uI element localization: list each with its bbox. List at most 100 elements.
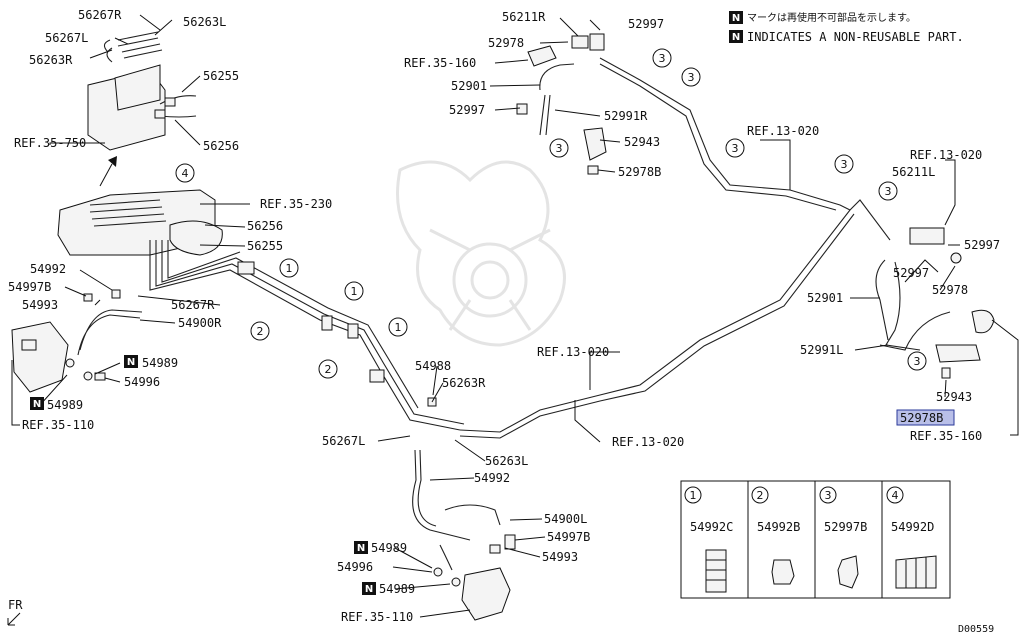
rear-upper-components	[516, 33, 607, 175]
svg-text:54992C: 54992C	[690, 520, 733, 534]
svg-text:54992D: 54992D	[891, 520, 934, 534]
label-56211R: 56211R	[502, 10, 546, 24]
part-labels: 56267R 56263L 56267L 56263R 56255 56256 …	[7, 8, 1000, 635]
label-56263R-center: 56263R	[442, 376, 486, 390]
svg-text:4: 4	[892, 489, 899, 502]
label-56211L: 56211L	[892, 165, 935, 179]
label-ref-35-160-top: REF.35-160	[404, 56, 476, 70]
label-54989-center-2: 54989	[379, 582, 415, 596]
label-52997-top-2: 52997	[449, 103, 485, 117]
diagram-code: D00559	[958, 624, 994, 635]
label-ref-35-110-center: REF.35-110	[341, 610, 413, 624]
svg-text:N: N	[732, 32, 740, 43]
label-52901-top: 52901	[451, 79, 487, 93]
label-54997B-left: 54997B	[8, 280, 51, 294]
label-54989-center-1: 54989	[371, 541, 407, 555]
note-english: INDICATES A NON-REUSABLE PART.	[747, 30, 964, 44]
abs-unit-mid	[57, 189, 223, 256]
label-56256-top: 56256	[203, 139, 239, 153]
svg-text:1: 1	[690, 489, 697, 502]
label-ref-13-020-c: REF.13-020	[537, 345, 609, 359]
svg-text:4: 4	[182, 167, 189, 180]
label-54988: 54988	[415, 359, 451, 373]
svg-text:N: N	[365, 584, 373, 595]
label-56267R-mid: 56267R	[171, 298, 215, 312]
label-52997-right: 52997	[964, 238, 1000, 252]
label-52991R: 52991R	[604, 109, 648, 123]
label-56267L-center: 56267L	[322, 434, 365, 448]
svg-text:N: N	[33, 399, 41, 410]
svg-text:3: 3	[556, 142, 563, 155]
label-ref-35-110-left: REF.35-110	[22, 418, 94, 432]
svg-text:1: 1	[351, 285, 358, 298]
label-ref-35-230: REF.35-230	[260, 197, 332, 211]
leader-lines	[11, 14, 1019, 618]
non-reusable-mark	[354, 541, 368, 554]
brake-lines	[149, 57, 891, 439]
label-52943-right: 52943	[936, 390, 972, 404]
legend-cell-3: 3 52997B	[819, 486, 867, 589]
label-54997B-center: 54997B	[547, 530, 590, 544]
svg-text:3: 3	[732, 142, 739, 155]
svg-text:54992B: 54992B	[757, 520, 800, 534]
svg-text:3: 3	[825, 489, 832, 502]
label-56263R-top: 56263R	[29, 53, 73, 67]
label-52997-right-2: 52997	[893, 266, 929, 280]
svg-text:N: N	[357, 543, 365, 554]
svg-text:52997B: 52997B	[824, 520, 867, 534]
label-52943-top: 52943	[624, 135, 660, 149]
legend-cell-4: 4 54992D	[886, 486, 937, 589]
svg-text:3: 3	[841, 158, 848, 171]
label-54989-left-1: 54989	[142, 356, 178, 370]
svg-text:3: 3	[885, 185, 892, 198]
svg-text:2: 2	[757, 489, 764, 502]
svg-text:2: 2	[325, 363, 332, 376]
label-ref-35-160-right: REF.35-160	[910, 429, 982, 443]
non-reusable-mark	[30, 397, 44, 410]
label-54996-left: 54996	[124, 375, 160, 389]
label-52991L: 52991L	[800, 343, 843, 357]
front-arrow-icon	[7, 612, 21, 626]
label-54992-center: 54992	[474, 471, 510, 485]
label-52978B-right: 52978B	[900, 411, 943, 425]
label-54992-left: 54992	[30, 262, 66, 276]
label-front-direction: FR	[8, 598, 23, 612]
callout-circles: 1 2 1 2 1 4 3 3 3 3 3 3 3	[175, 48, 927, 379]
notes-block: N マークは再使用不可部品を示します。 N INDICATES A NON-RE…	[729, 11, 964, 44]
label-56256-mid: 56256	[247, 219, 283, 233]
label-52978-top: 52978	[488, 36, 524, 50]
svg-text:1: 1	[286, 262, 293, 275]
non-reusable-mark	[124, 355, 138, 368]
label-54900L: 54900L	[544, 512, 587, 526]
label-54900R: 54900R	[178, 316, 222, 330]
rear-center-hose	[412, 397, 516, 621]
svg-text:3: 3	[914, 355, 921, 368]
clip-54992C-icon	[705, 549, 727, 593]
label-52978B-top: 52978B	[618, 165, 661, 179]
clip-legend-table: 1 54992C 2 54992B 3 52997B 4 54992D	[680, 480, 951, 599]
watermark-emblem	[396, 160, 566, 347]
non-reusable-mark	[362, 582, 376, 595]
clip-54992D-icon	[895, 555, 937, 589]
label-52997-top: 52997	[628, 17, 664, 31]
front-left-caliper	[11, 289, 143, 393]
label-ref-13-020-d: REF.13-020	[612, 435, 684, 449]
reference-arrow	[99, 156, 117, 187]
label-54993-center: 54993	[542, 550, 578, 564]
label-56263L-center: 56263L	[485, 454, 528, 468]
svg-text:3: 3	[688, 71, 695, 84]
legend-cell-1: 1 54992C	[684, 486, 733, 593]
label-56267L-top: 56267L	[45, 31, 88, 45]
label-54996-center: 54996	[337, 560, 373, 574]
legend-cell-2: 2 54992B	[751, 486, 800, 585]
clip-52997B-icon	[837, 555, 859, 589]
label-56255-top: 56255	[203, 69, 239, 83]
label-56255-mid: 56255	[247, 239, 283, 253]
label-56263L-top: 56263L	[183, 15, 226, 29]
svg-text:N: N	[732, 13, 740, 24]
clip-54992B-icon	[771, 559, 795, 585]
svg-text:3: 3	[659, 52, 666, 65]
highlighted-part-box	[896, 409, 955, 426]
note-japanese: マークは再使用不可部品を示します。	[747, 11, 916, 24]
